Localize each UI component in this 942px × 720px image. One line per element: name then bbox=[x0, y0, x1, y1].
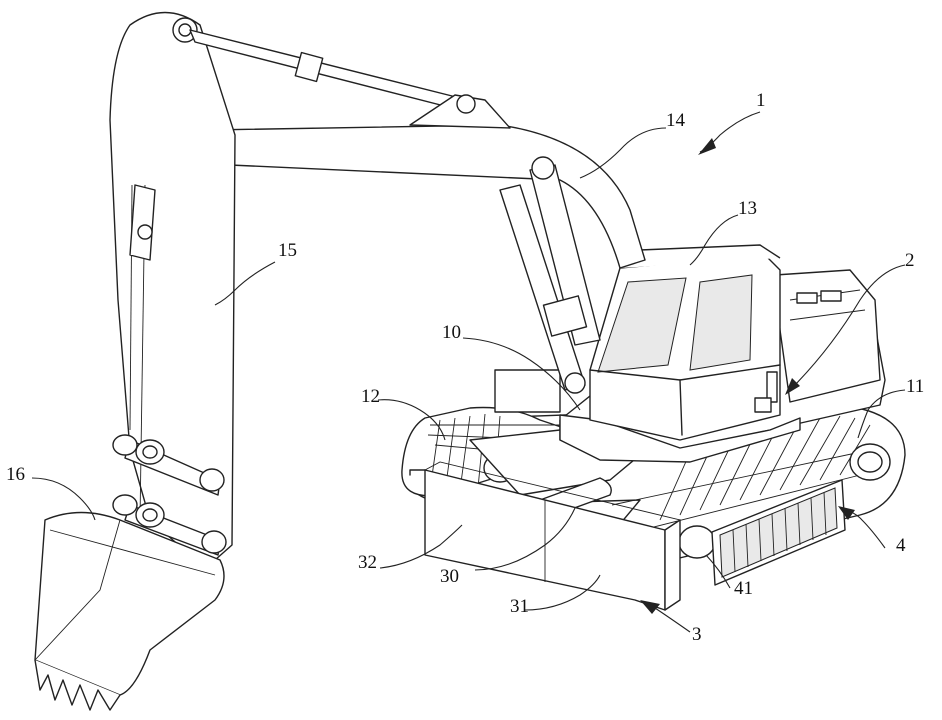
label-32: 32 bbox=[358, 552, 377, 573]
label-12: 12 bbox=[361, 386, 380, 407]
label-15: 15 bbox=[278, 240, 297, 261]
label-14: 14 bbox=[666, 110, 686, 131]
cab bbox=[590, 245, 780, 440]
label-10: 10 bbox=[442, 322, 461, 343]
label-30: 30 bbox=[440, 566, 459, 587]
label-11: 11 bbox=[906, 376, 924, 397]
label-16: 16 bbox=[6, 464, 25, 485]
label-3: 3 bbox=[692, 624, 702, 645]
label-2: 2 bbox=[905, 250, 915, 271]
arm-cylinder bbox=[190, 30, 510, 128]
label-41: 41 bbox=[734, 578, 753, 599]
label-13: 13 bbox=[738, 198, 757, 219]
label-31: 31 bbox=[510, 596, 529, 617]
boom bbox=[209, 125, 645, 268]
label-4: 4 bbox=[896, 535, 906, 556]
label-1: 1 bbox=[756, 90, 766, 111]
